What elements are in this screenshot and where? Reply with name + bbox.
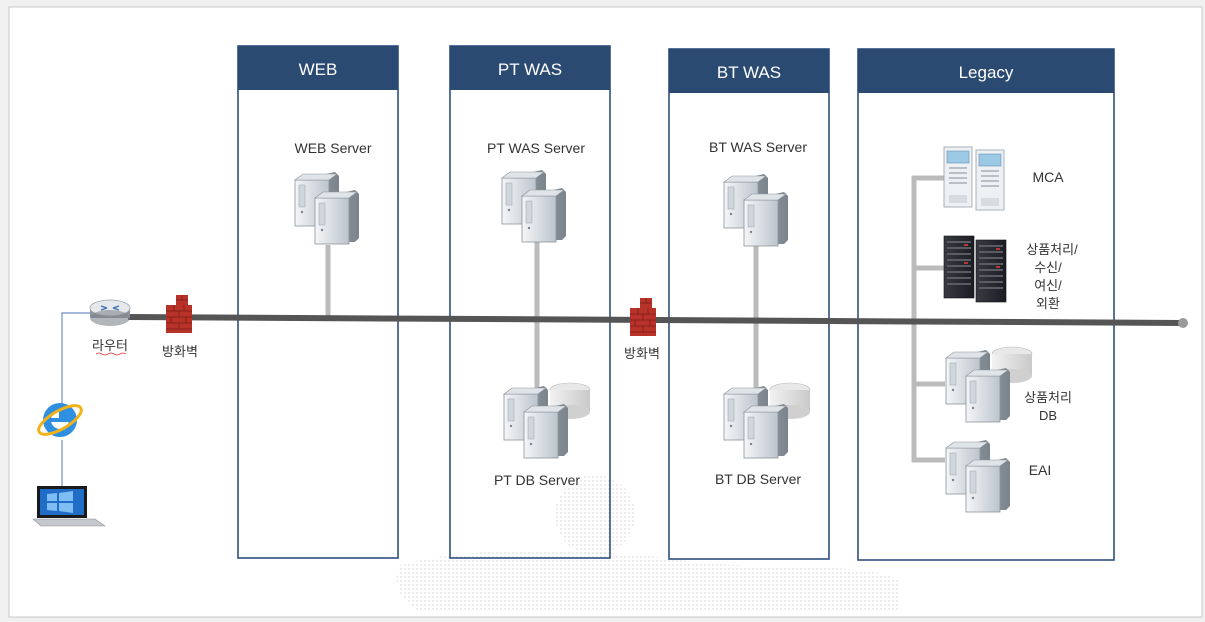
zone-pt-was-header: [450, 46, 610, 90]
zone-web-title: WEB: [299, 60, 338, 79]
mainframe-label-line-3: 여신/: [1034, 278, 1062, 293]
backbone-endpoint: [1178, 318, 1188, 328]
eai-label: EAI: [1029, 462, 1052, 478]
web-server-label: WEB Server: [294, 140, 371, 156]
pt-db-server-label: PT DB Server: [494, 472, 580, 488]
firewall-label-left: 방화벽: [162, 344, 198, 359]
zone-pt-was: PT WAS: [449, 45, 611, 559]
zone-web-header: [238, 46, 398, 90]
mainframe-label-line-2: 수신/: [1034, 260, 1062, 275]
firewall-label-middle: 방화벽: [624, 346, 660, 361]
bt-db-server-label: BT DB Server: [715, 471, 801, 487]
laptop-icon: [32, 486, 106, 527]
mainframe-label-line-1: 상품처리/: [1026, 242, 1078, 257]
zone-web: WEB: [237, 45, 399, 559]
zone-legacy-header: [858, 49, 1114, 93]
zone-bt-was: BT WAS: [668, 48, 830, 560]
background-shadow-decoration-2: [555, 475, 635, 555]
router-label-underline: [95, 352, 127, 356]
mca-label: MCA: [1032, 169, 1064, 185]
product-db-label-line-2: DB: [1039, 408, 1057, 423]
zone-bt-was-header: [669, 49, 829, 93]
client-link: [61, 312, 95, 405]
router-label: 라우터: [92, 338, 128, 353]
zone-pt-was-title: PT WAS: [498, 60, 562, 79]
zone-bt-was-title: BT WAS: [717, 63, 781, 82]
zone-legacy: Legacy: [857, 48, 1115, 561]
bt-was-server-label: BT WAS Server: [709, 139, 807, 155]
internet-explorer-icon: [37, 403, 83, 437]
pt-was-server-label: PT WAS Server: [487, 140, 585, 156]
mainframe-label-line-4: 외환: [1036, 296, 1060, 311]
zone-legacy-title: Legacy: [959, 63, 1014, 82]
background-shadow-decoration: [396, 550, 900, 612]
router-icon: [89, 299, 131, 326]
product-db-label-line-1: 상품처리: [1024, 390, 1072, 405]
